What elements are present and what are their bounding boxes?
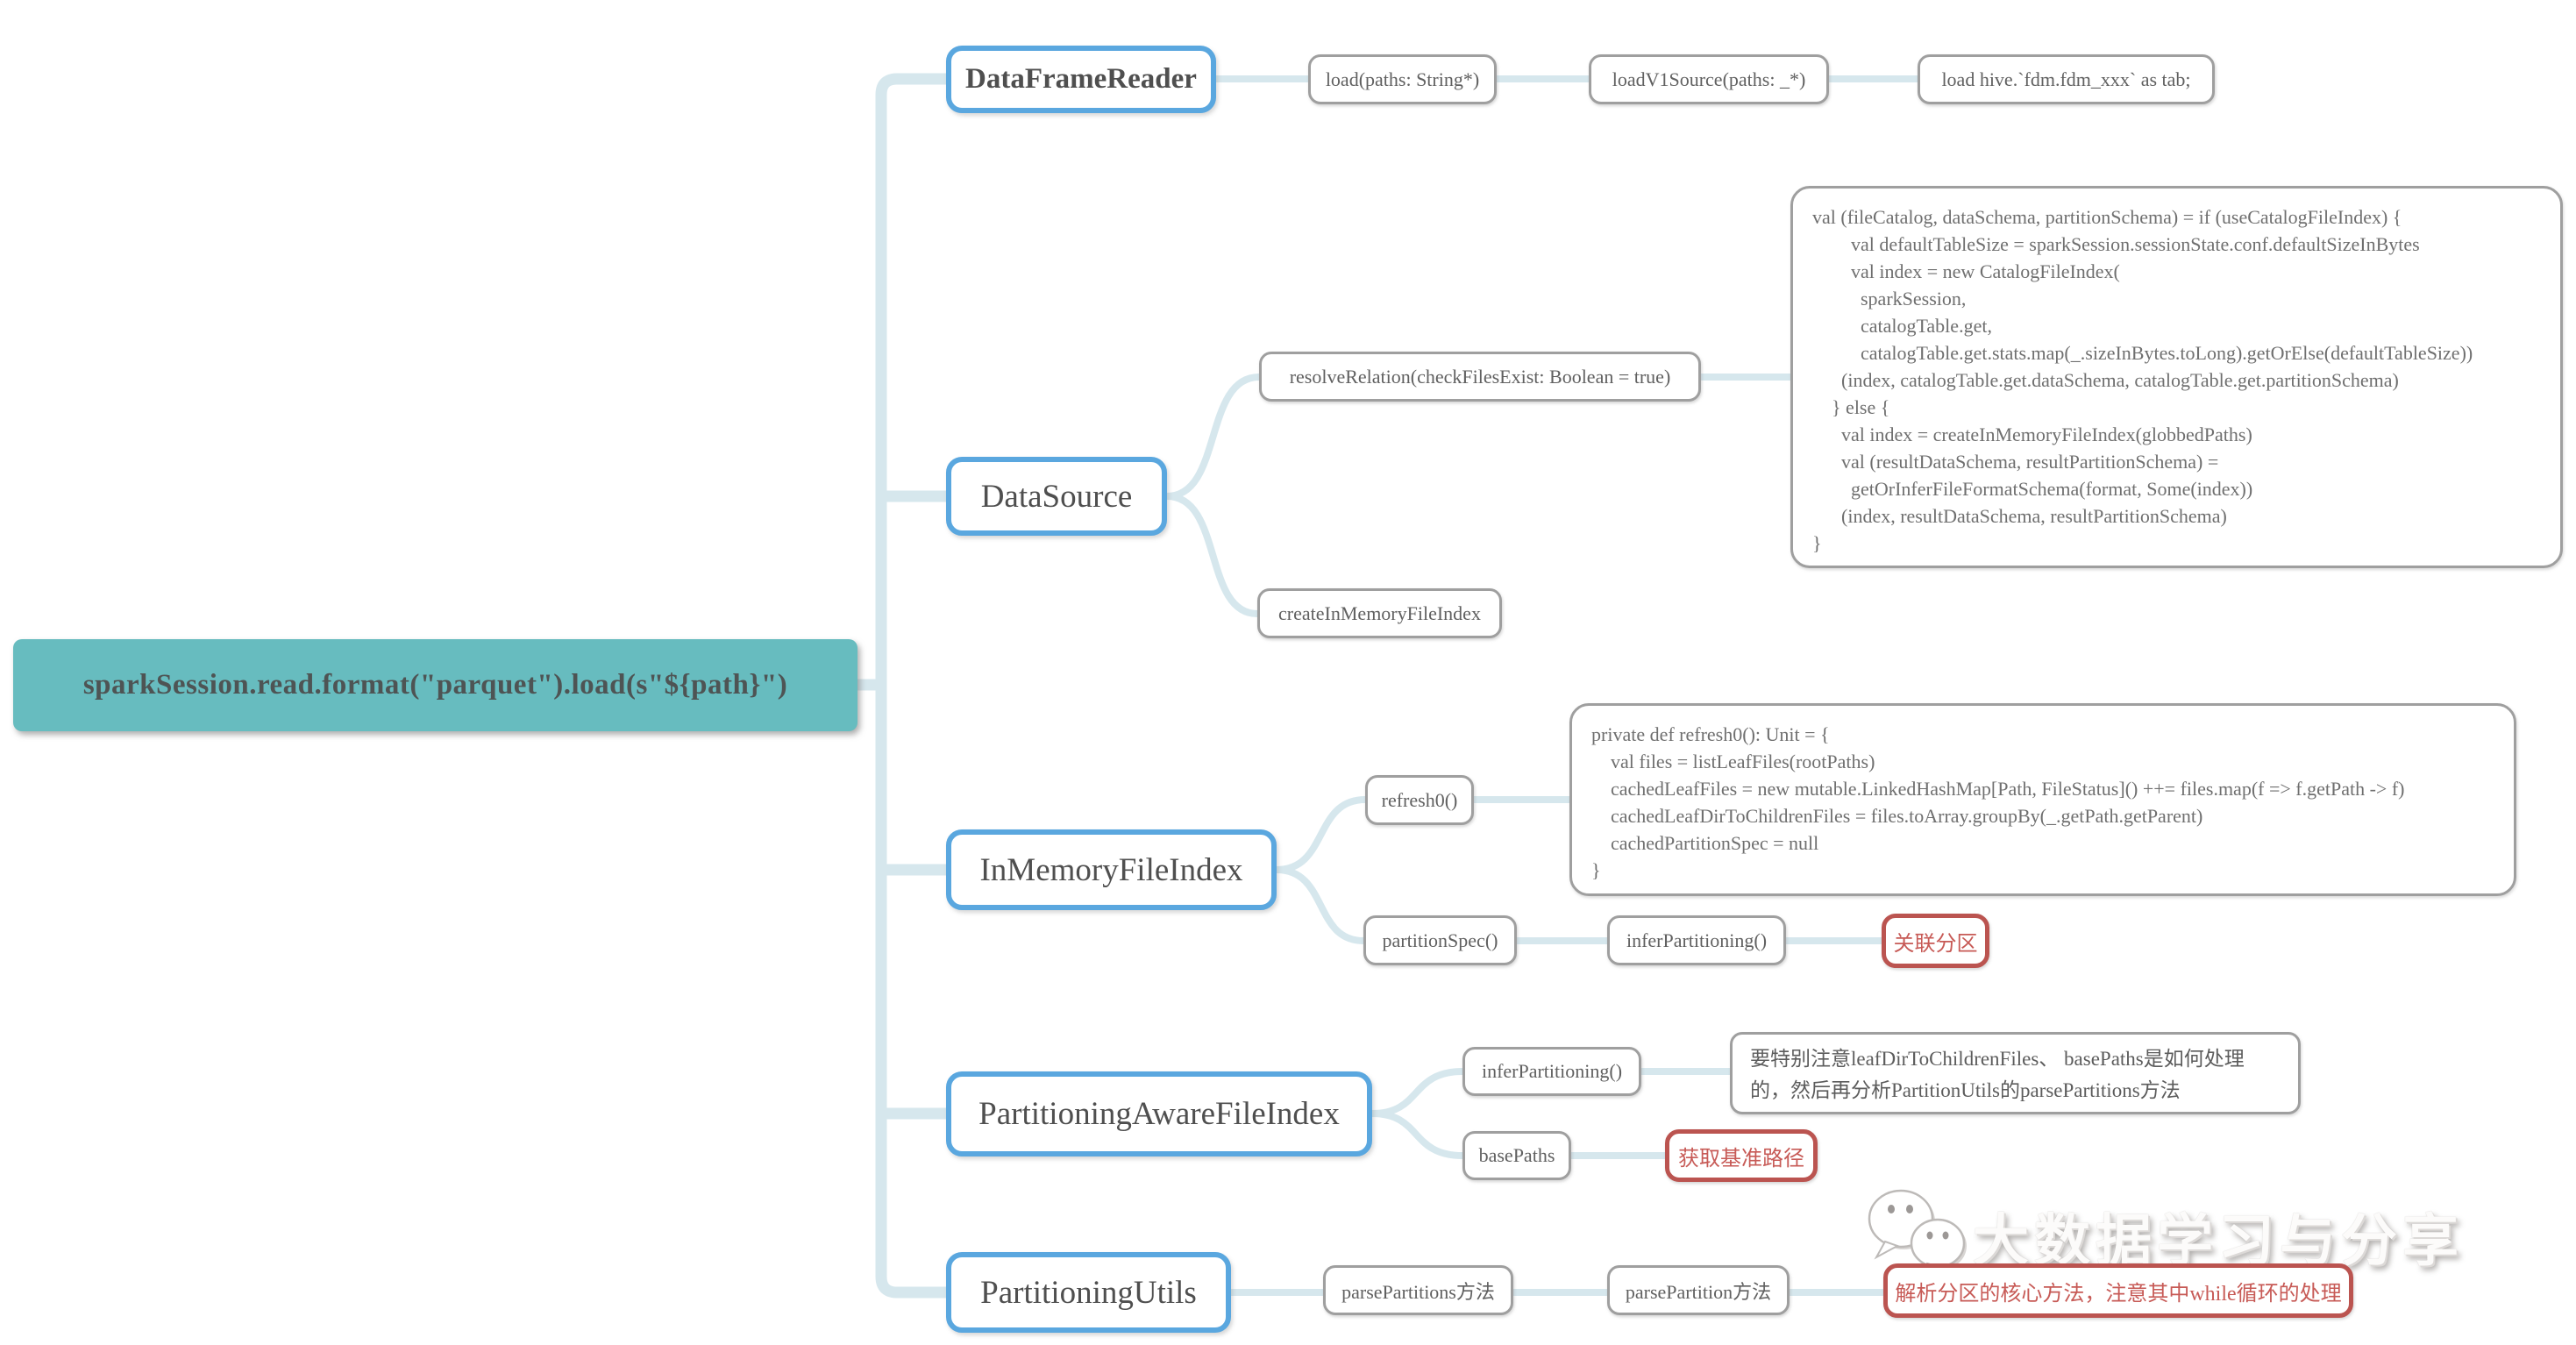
node-basepaths[interactable]: basePaths xyxy=(1462,1131,1571,1180)
topic-partitioningawarefileindex[interactable]: PartitioningAwareFileIndex xyxy=(946,1071,1372,1156)
note-base-path[interactable]: 获取基准路径 xyxy=(1665,1129,1818,1182)
node-parsepartition[interactable]: parsePartition方法 xyxy=(1607,1265,1790,1315)
note-associate-partition[interactable]: 关联分区 xyxy=(1882,914,1989,968)
node-partitionspec[interactable]: partitionSpec() xyxy=(1363,915,1517,965)
codeblock-resolverelation[interactable]: val (fileCatalog, dataSchema, partitionS… xyxy=(1790,186,2563,568)
codeblock-refresh0[interactable]: private def refresh0(): Unit = { val fil… xyxy=(1569,703,2516,896)
note-remark[interactable]: 要特别注意leafDirToChildrenFiles、 basePaths是如… xyxy=(1730,1032,2301,1114)
topic-inmemoryfileindex[interactable]: InMemoryFileIndex xyxy=(946,829,1277,910)
node-loadv1source[interactable]: loadV1Source(paths: _*) xyxy=(1589,54,1829,104)
node-load-hive-sql[interactable]: load hive.`fdm.fdm_xxx` as tab; xyxy=(1918,54,2215,104)
node-load[interactable]: load(paths: String*) xyxy=(1308,54,1497,104)
node-refresh0[interactable]: refresh0() xyxy=(1365,775,1474,825)
branch-lines xyxy=(1166,75,1918,1296)
watermark: 大数据学习与分享 xyxy=(1866,1184,2532,1289)
trunk-line xyxy=(875,73,946,1299)
watermark-text: 大数据学习与分享 xyxy=(1973,1209,2464,1272)
topic-dataframereader[interactable]: DataFrameReader xyxy=(946,46,1216,113)
topic-partitioningutils[interactable]: PartitioningUtils xyxy=(946,1252,1231,1333)
note-core-method[interactable]: 解析分区的核心方法，注意其中while循环的处理 xyxy=(1883,1263,2353,1318)
node-parsepartitions[interactable]: parsePartitions方法 xyxy=(1323,1265,1513,1315)
wechat-bubbles-icon xyxy=(1868,1189,1967,1280)
node-createinmemoryfileindex[interactable]: createInMemoryFileIndex xyxy=(1257,588,1502,638)
topic-datasource[interactable]: DataSource xyxy=(946,457,1167,536)
node-inferpartitioning-2[interactable]: inferPartitioning() xyxy=(1462,1047,1641,1096)
root-topic[interactable]: sparkSession.read.format("parquet").load… xyxy=(13,639,857,731)
node-resolverelation[interactable]: resolveRelation(checkFilesExist: Boolean… xyxy=(1259,352,1701,402)
node-inferpartitioning[interactable]: inferPartitioning() xyxy=(1607,915,1786,965)
